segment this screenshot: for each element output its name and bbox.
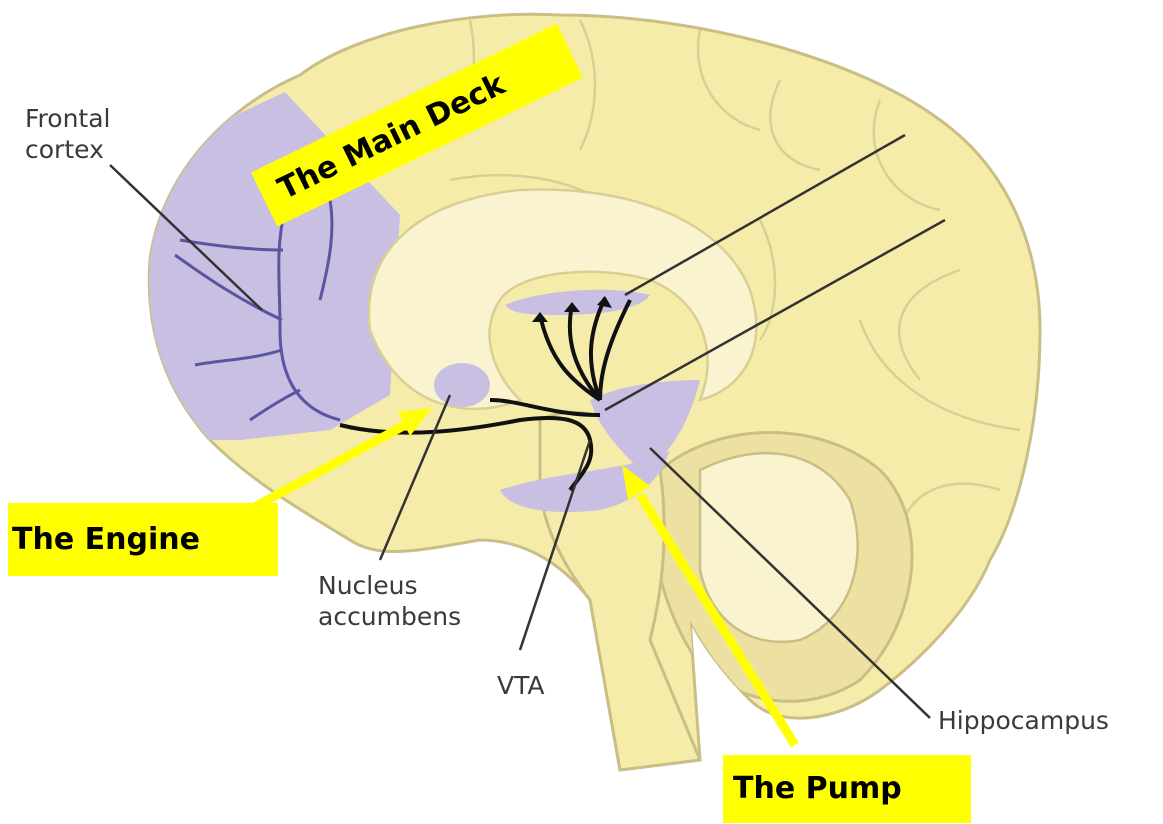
pump-highlight: The Pump [723,755,971,823]
engine-highlight: The Engine [8,503,278,576]
nucleus-accumbens-region [434,363,490,407]
frontal-cortex-label: Frontal cortex [25,103,111,166]
vta-label: VTA [497,670,545,701]
nucleus-accumbens-label: Nucleus accumbens [318,570,461,633]
hippocampus-label: Hippocampus [938,705,1109,736]
